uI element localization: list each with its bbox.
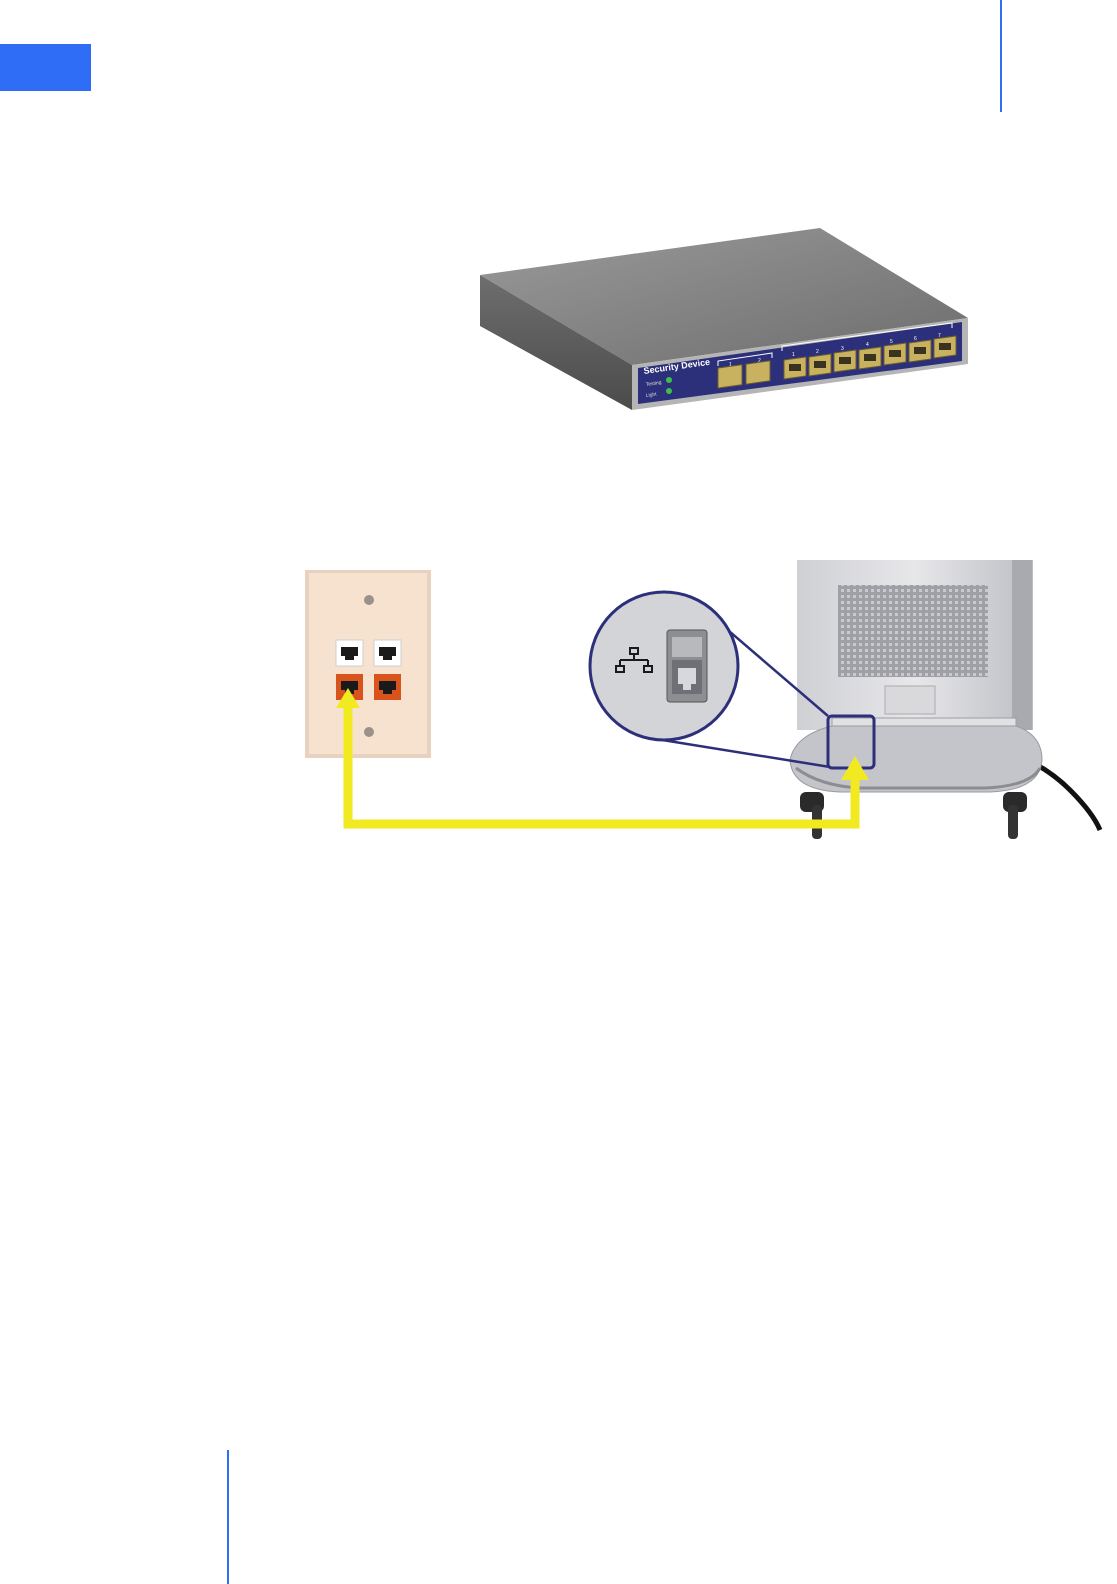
right-port-number-2: 2 <box>816 349 819 355</box>
security-device-illustration: Security Device Testing Light 1 2 1 2 3 … <box>480 228 968 410</box>
wall-plate-illustration <box>305 570 431 758</box>
plate-screw-bottom <box>364 727 374 737</box>
network-jack-top-right <box>374 640 401 666</box>
right-port-number-1: 1 <box>792 352 795 358</box>
right-port-number-3: 3 <box>841 346 844 352</box>
rj45-port-closeup <box>667 630 707 702</box>
right-port-number-6: 6 <box>914 336 917 342</box>
callout-zoom <box>590 590 830 767</box>
testing-led <box>666 377 672 383</box>
phone-jack-bottom-right <box>374 674 401 700</box>
plate-screw-top <box>364 595 374 605</box>
right-port-number-5: 5 <box>890 339 893 345</box>
system-cart-illustration <box>790 560 1100 839</box>
cart-vent-grill <box>838 585 988 677</box>
light-led <box>666 388 672 394</box>
right-port-number-4: 4 <box>866 342 869 348</box>
network-jack-top-left <box>336 640 363 666</box>
